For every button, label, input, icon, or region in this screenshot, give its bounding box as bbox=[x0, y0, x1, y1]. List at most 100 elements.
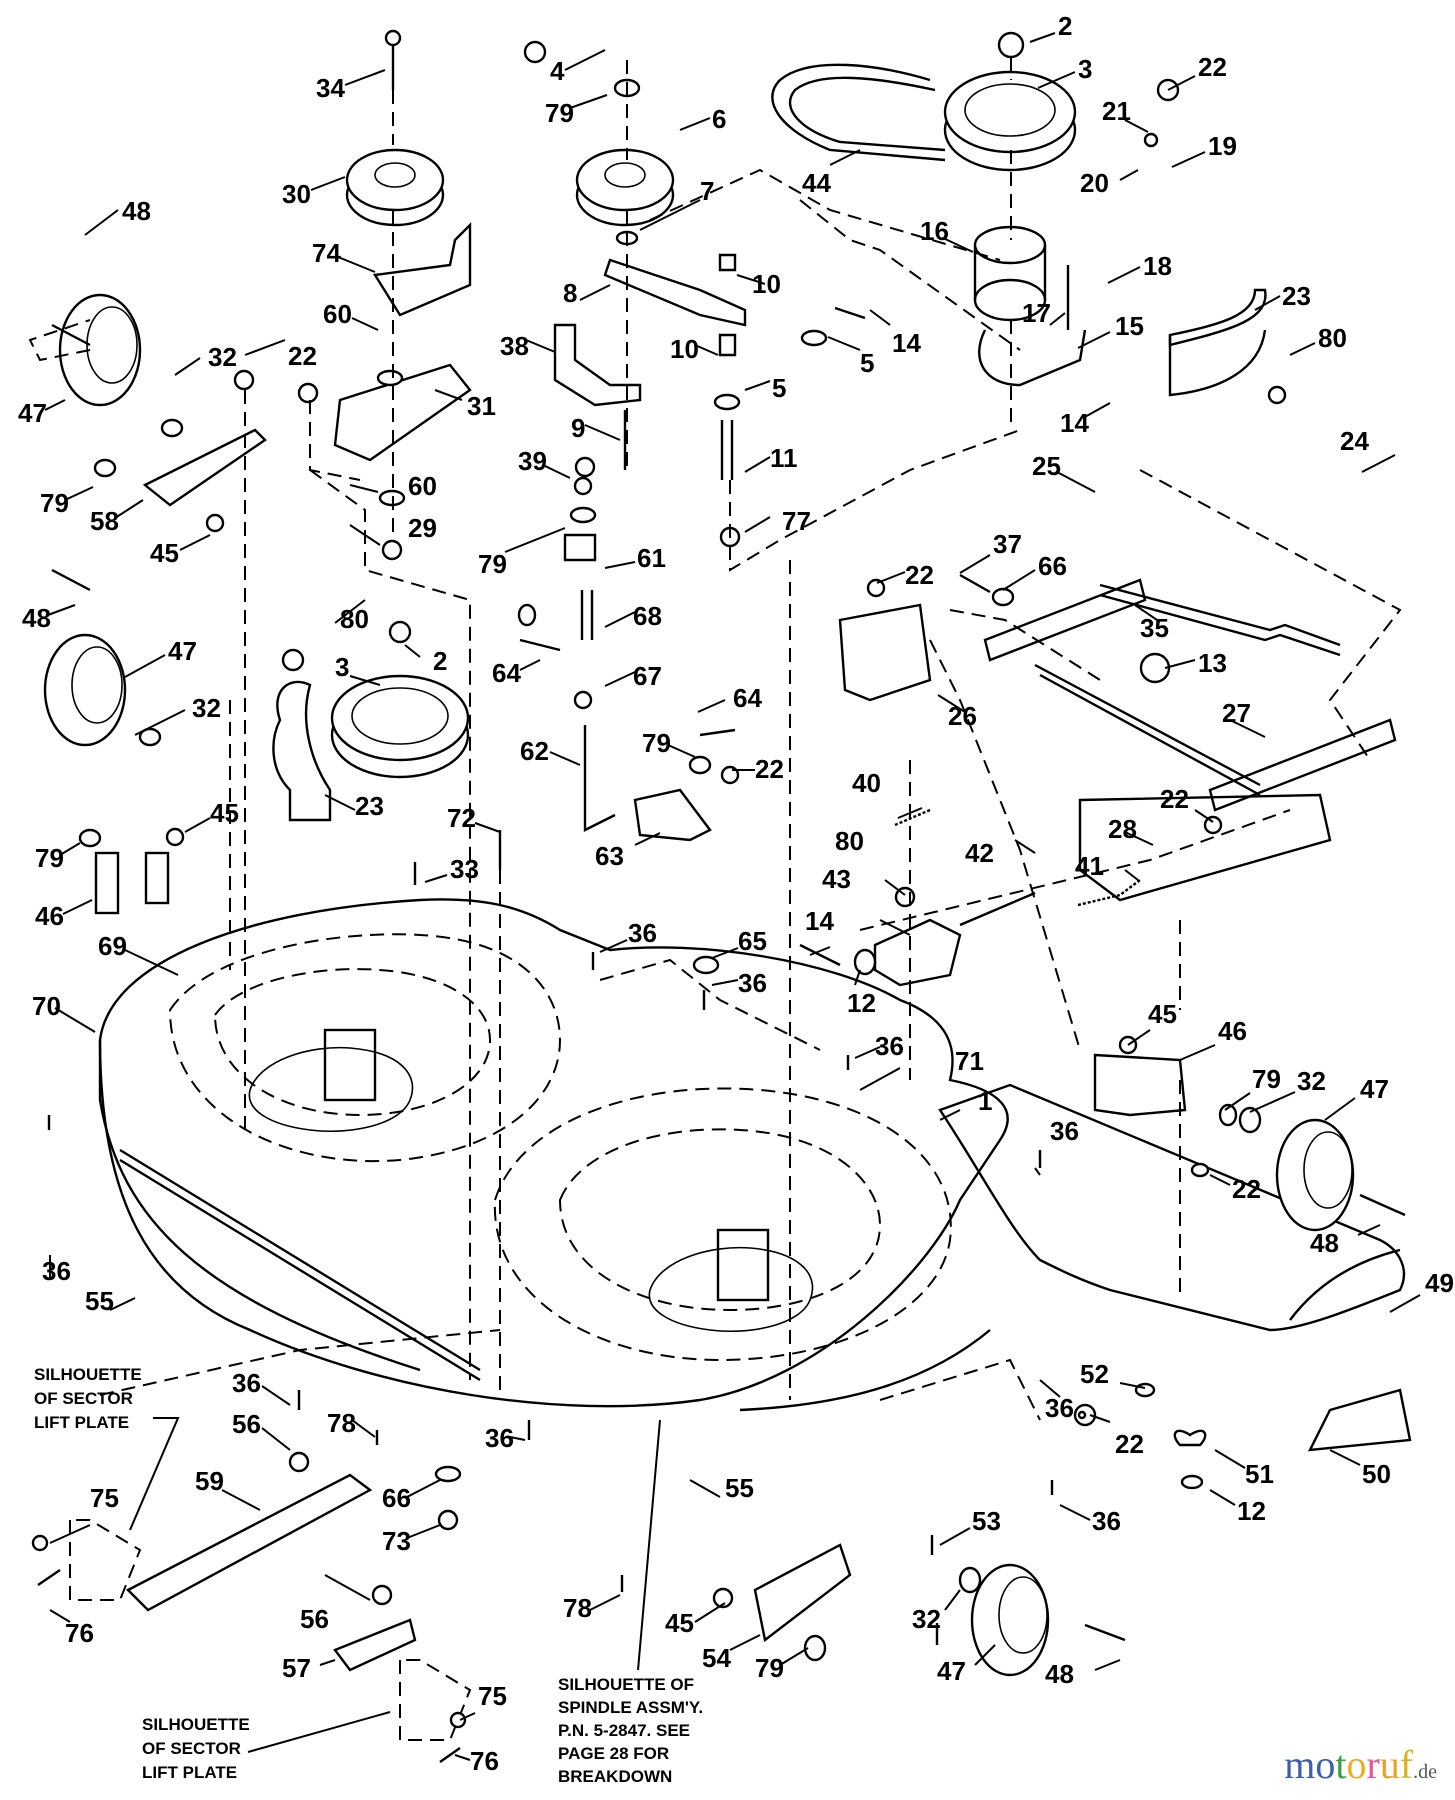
callout-41: 41 bbox=[1075, 851, 1104, 881]
callout-78: 78 bbox=[327, 1408, 356, 1438]
callout-40: 40 bbox=[852, 768, 881, 798]
callout-73: 73 bbox=[382, 1526, 411, 1556]
callout-22: 22 bbox=[1198, 52, 1227, 82]
callout-4: 4 bbox=[550, 56, 565, 86]
callout-36: 36 bbox=[42, 1256, 71, 1286]
callout-80: 80 bbox=[835, 826, 864, 856]
bracket-31 bbox=[333, 363, 472, 462]
callout-31: 31 bbox=[467, 391, 496, 421]
note-line: SPINDLE ASSM'Y. bbox=[558, 1698, 703, 1717]
callout-7: 7 bbox=[700, 176, 714, 206]
callout-79: 79 bbox=[755, 1653, 784, 1683]
callout-48: 48 bbox=[22, 603, 51, 633]
note-line: SILHOUETTE bbox=[34, 1365, 142, 1384]
callout-35: 35 bbox=[1140, 613, 1169, 643]
callout-60: 60 bbox=[408, 471, 437, 501]
callout-79: 79 bbox=[35, 843, 64, 873]
watermark-letter: f bbox=[1399, 1742, 1414, 1787]
callout-29: 29 bbox=[408, 513, 437, 543]
callout-79: 79 bbox=[545, 98, 574, 128]
callout-17: 17 bbox=[1022, 298, 1051, 328]
callout-79: 79 bbox=[478, 549, 507, 579]
callout-75: 75 bbox=[478, 1681, 507, 1711]
callout-38: 38 bbox=[500, 331, 529, 361]
callout-30: 30 bbox=[282, 179, 311, 209]
callout-79: 79 bbox=[642, 728, 671, 758]
callout-45: 45 bbox=[1148, 999, 1177, 1029]
callout-66: 66 bbox=[1038, 551, 1067, 581]
callout-50: 50 bbox=[1362, 1459, 1391, 1489]
callout-56: 56 bbox=[300, 1604, 329, 1634]
callout-14: 14 bbox=[1060, 408, 1089, 438]
callout-25: 25 bbox=[1032, 451, 1061, 481]
callout-37: 37 bbox=[993, 529, 1022, 559]
callout-45: 45 bbox=[665, 1608, 694, 1638]
bracket-28 bbox=[1078, 793, 1332, 902]
note-spindle-assembly: SILHOUETTE OF SPINDLE ASSM'Y. P.N. 5-284… bbox=[558, 1675, 703, 1786]
callout-20: 20 bbox=[1080, 168, 1109, 198]
callout-36: 36 bbox=[1092, 1506, 1121, 1536]
bracket-54 bbox=[753, 1543, 852, 1643]
belt-guard-23-right bbox=[1168, 288, 1267, 397]
bracket-46-left bbox=[94, 851, 170, 915]
callout-labels: 34 30 74 60 31 60 29 48 47 32 22 79 58 4… bbox=[18, 11, 1454, 1776]
bracket-74 bbox=[372, 222, 472, 317]
callout-80: 80 bbox=[1318, 323, 1347, 353]
callout-48: 48 bbox=[1310, 1228, 1339, 1258]
callout-57: 57 bbox=[282, 1653, 311, 1683]
idler-arm-8 bbox=[603, 258, 747, 327]
wheel-47-mid-left bbox=[43, 633, 127, 747]
callout-72: 72 bbox=[447, 803, 476, 833]
callout-42: 42 bbox=[965, 838, 994, 868]
callout-36: 36 bbox=[875, 1031, 904, 1061]
callout-16: 16 bbox=[920, 216, 949, 246]
callout-32: 32 bbox=[1297, 1066, 1326, 1096]
note-sector-lift-plate-2: SILHOUETTE OF SECTOR LIFT PLATE bbox=[142, 1715, 250, 1782]
callout-39: 39 bbox=[518, 446, 547, 476]
callout-53: 53 bbox=[972, 1506, 1001, 1536]
callout-6: 6 bbox=[712, 104, 726, 134]
wheel-47-top-left bbox=[58, 293, 142, 407]
callout-70: 70 bbox=[32, 991, 61, 1021]
callout-15: 15 bbox=[1115, 311, 1144, 341]
bracket-46-right bbox=[1093, 1053, 1187, 1117]
wheel-47-right bbox=[1275, 1118, 1355, 1232]
pivot-43 bbox=[873, 891, 1036, 987]
callout-44: 44 bbox=[802, 168, 831, 198]
callout-67: 67 bbox=[633, 661, 662, 691]
callout-36: 36 bbox=[1050, 1116, 1079, 1146]
callout-22: 22 bbox=[1160, 784, 1189, 814]
callout-33: 33 bbox=[450, 854, 479, 884]
callout-9: 9 bbox=[571, 413, 585, 443]
callout-22: 22 bbox=[905, 560, 934, 590]
callout-12: 12 bbox=[847, 988, 876, 1018]
lift-rod-25 bbox=[1099, 583, 1341, 657]
belt-44 bbox=[771, 63, 946, 162]
belt-guard-15 bbox=[978, 329, 1087, 387]
callout-52: 52 bbox=[1080, 1359, 1109, 1389]
watermark-letter: m bbox=[1284, 1742, 1316, 1787]
callout-49: 49 bbox=[1425, 1268, 1454, 1298]
callout-46: 46 bbox=[35, 901, 64, 931]
callout-43: 43 bbox=[822, 864, 851, 894]
callout-47: 47 bbox=[168, 636, 197, 666]
callout-22: 22 bbox=[1232, 1174, 1261, 1204]
callout-58: 58 bbox=[90, 506, 119, 536]
note-line: PAGE 28 FOR bbox=[558, 1744, 669, 1763]
callout-24: 24 bbox=[1340, 426, 1369, 456]
callout-8: 8 bbox=[563, 278, 577, 308]
idler-pulley-30 bbox=[345, 148, 445, 227]
callout-11: 11 bbox=[770, 443, 798, 473]
drive-pulley-3-left bbox=[330, 674, 470, 779]
callout-22: 22 bbox=[755, 754, 784, 784]
callout-48: 48 bbox=[1045, 1659, 1074, 1689]
callout-34: 34 bbox=[316, 73, 345, 103]
belt-guard-23-left bbox=[272, 680, 332, 822]
sector-lift-plate-silhouette-1 bbox=[69, 1519, 142, 1601]
callout-10: 10 bbox=[670, 334, 699, 364]
callout-28: 28 bbox=[1108, 814, 1137, 844]
callout-47: 47 bbox=[1360, 1074, 1389, 1104]
hardware bbox=[31, 29, 1406, 1763]
watermark-letter: u bbox=[1379, 1742, 1400, 1787]
callout-47: 47 bbox=[937, 1656, 966, 1686]
